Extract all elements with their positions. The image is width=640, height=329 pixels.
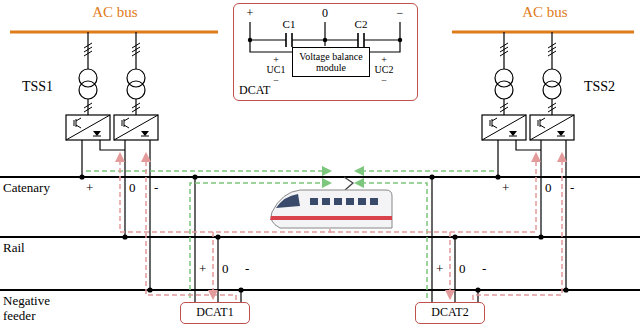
terminal-label: − [397, 7, 404, 19]
polarity-label: + [502, 181, 509, 194]
transformer-symbol [79, 32, 97, 115]
transformer-symbol [543, 32, 561, 115]
polarity-label: 0 [129, 181, 136, 194]
current-path-green [86, 171, 494, 298]
voltage-sign: + [381, 55, 387, 65]
voltage-sign: − [381, 76, 387, 86]
ac-bus-line [10, 31, 218, 34]
polarity-label: 0 [222, 262, 229, 275]
polarity-label: + [199, 262, 206, 275]
converter-symbol [482, 115, 526, 140]
voltage-sign: − [273, 76, 279, 86]
conductor-label: Catenary [3, 181, 50, 194]
converter-symbol [530, 115, 574, 140]
current-path-red [120, 154, 562, 300]
junction-dots [248, 38, 402, 42]
transformer-symbol [127, 32, 145, 115]
voltage-label: UC2 [375, 65, 394, 75]
converter-symbol [66, 115, 110, 140]
polarity-label: + [86, 181, 93, 194]
substation-label: TSS2 [584, 80, 615, 94]
catenary-line [0, 176, 640, 178]
dcat-box: DCAT1 [180, 302, 250, 324]
conductor-label: Negative feeder [3, 294, 65, 324]
node-text: DCAT2 [431, 306, 468, 319]
negative-feeder-line [0, 289, 640, 291]
polarity-label: + [436, 262, 443, 275]
polarity-label: - [154, 181, 158, 194]
node-text: Voltage balance module [296, 51, 366, 73]
polarity-label: 0 [459, 262, 466, 275]
bus-label: AC bus [522, 5, 567, 20]
voltage-sign: + [273, 55, 279, 65]
voltage-balance-module: Voltage balance module [292, 47, 370, 77]
polarity-label: 0 [545, 181, 552, 194]
capacitor-label: C1 [283, 19, 296, 30]
terminal-label: + [247, 7, 254, 19]
converter-symbol [114, 115, 158, 140]
capacitor-label: C2 [355, 19, 368, 30]
node-text: DCAT1 [196, 306, 233, 319]
rail-line [0, 236, 640, 238]
conductor-label: Rail [3, 241, 25, 254]
junction-dots [79, 174, 568, 292]
substation-label: TSS1 [22, 80, 53, 94]
substation-wires [82, 140, 566, 302]
transformer-symbol [495, 32, 513, 115]
train-illustration [270, 177, 392, 228]
terminal-label: 0 [322, 7, 328, 19]
voltage-label: UC1 [267, 65, 286, 75]
polarity-label: - [482, 262, 486, 275]
node-text: DCAT [239, 84, 270, 97]
dcat-box: DCAT2 [415, 302, 485, 324]
bus-label: AC bus [92, 5, 137, 20]
polarity-label: - [570, 181, 574, 194]
polarity-label: - [245, 262, 249, 275]
ac-bus-line [452, 31, 634, 34]
